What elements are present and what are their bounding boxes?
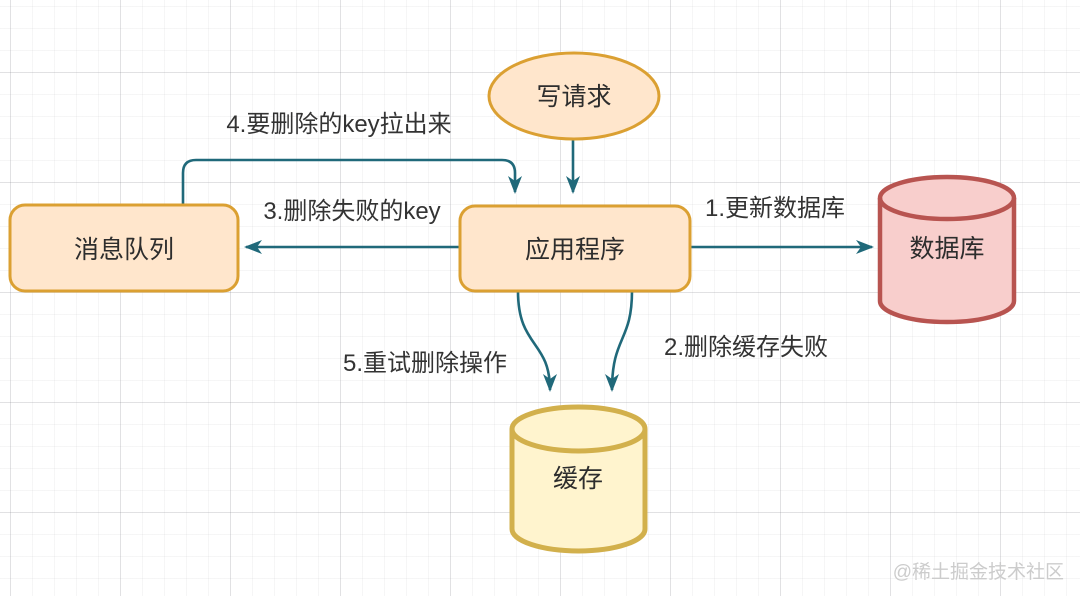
edge-app-to-cache-delete xyxy=(605,290,634,392)
edge-label-retry-delete: 5.重试删除操作 xyxy=(343,350,507,377)
node-write-request xyxy=(487,51,661,141)
node-application-label: 应用程序 xyxy=(525,236,625,264)
edge-label-failed-key: 3.删除失败的key xyxy=(263,198,440,225)
edge-label-delete-cache-failed: 2.删除缓存失败 xyxy=(664,334,828,361)
node-application xyxy=(458,204,692,293)
node-write-request-label: 写请求 xyxy=(536,83,611,111)
node-cache: 缓存 xyxy=(509,404,648,554)
node-message-queue xyxy=(8,203,240,293)
edge-queue-to-app xyxy=(181,158,522,205)
edge-label-update-database: 1.更新数据库 xyxy=(705,195,845,222)
watermark-text: @稀土掘金技术社区 xyxy=(893,561,1064,583)
node-database-label: 数据库 xyxy=(909,235,984,263)
edge-app-to-cache-retry xyxy=(516,290,557,392)
node-message-queue-label: 消息队列 xyxy=(74,236,174,264)
node-cache-label: 缓存 xyxy=(553,465,603,493)
node-database: 数据库 xyxy=(877,174,1017,325)
edge-label-pull-key: 4.要删除的key拉出来 xyxy=(226,111,451,138)
